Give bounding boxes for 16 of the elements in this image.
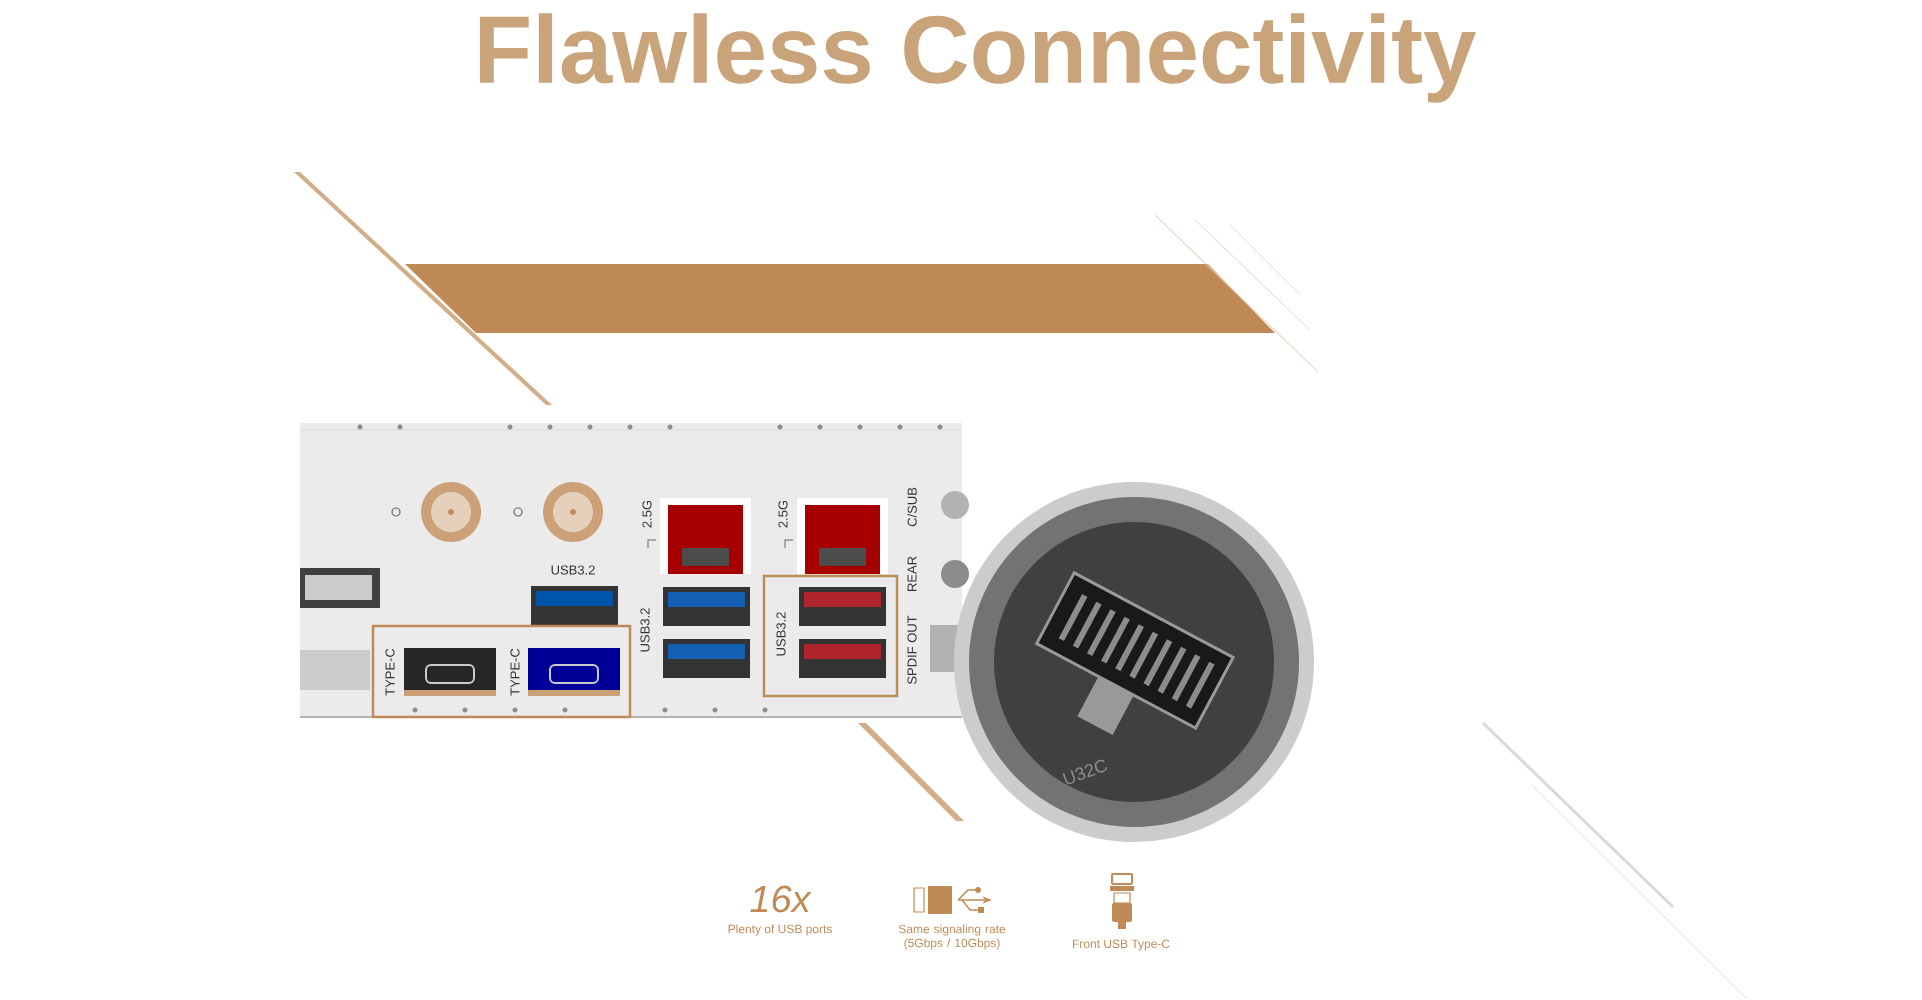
- port-label: 2.5G: [642, 500, 652, 528]
- feature-caption: Plenty of USB ports: [728, 924, 832, 936]
- port-label: TYPE-C: [385, 648, 395, 696]
- port-label: USB3.2: [551, 565, 595, 575]
- port-label: USB3.2: [776, 612, 786, 656]
- port-label: REAR: [907, 556, 917, 591]
- title: Flawless Connectivity: [479, 13, 1476, 103]
- board-marking: U32C: [1062, 759, 1108, 785]
- port-label: C/SUB: [907, 487, 917, 527]
- port-label: 2.5G: [778, 500, 788, 528]
- feature-caption: Front USB Type-C: [1073, 939, 1170, 951]
- port-label: TYPE-C: [510, 648, 520, 696]
- port-label: USB3.2: [640, 608, 650, 652]
- feature-caption: Same signaling rate (5Gbps / 10Gbps): [898, 924, 1006, 950]
- port-label: SPDIF OUT: [907, 615, 917, 685]
- feature-number: 16x: [750, 885, 812, 913]
